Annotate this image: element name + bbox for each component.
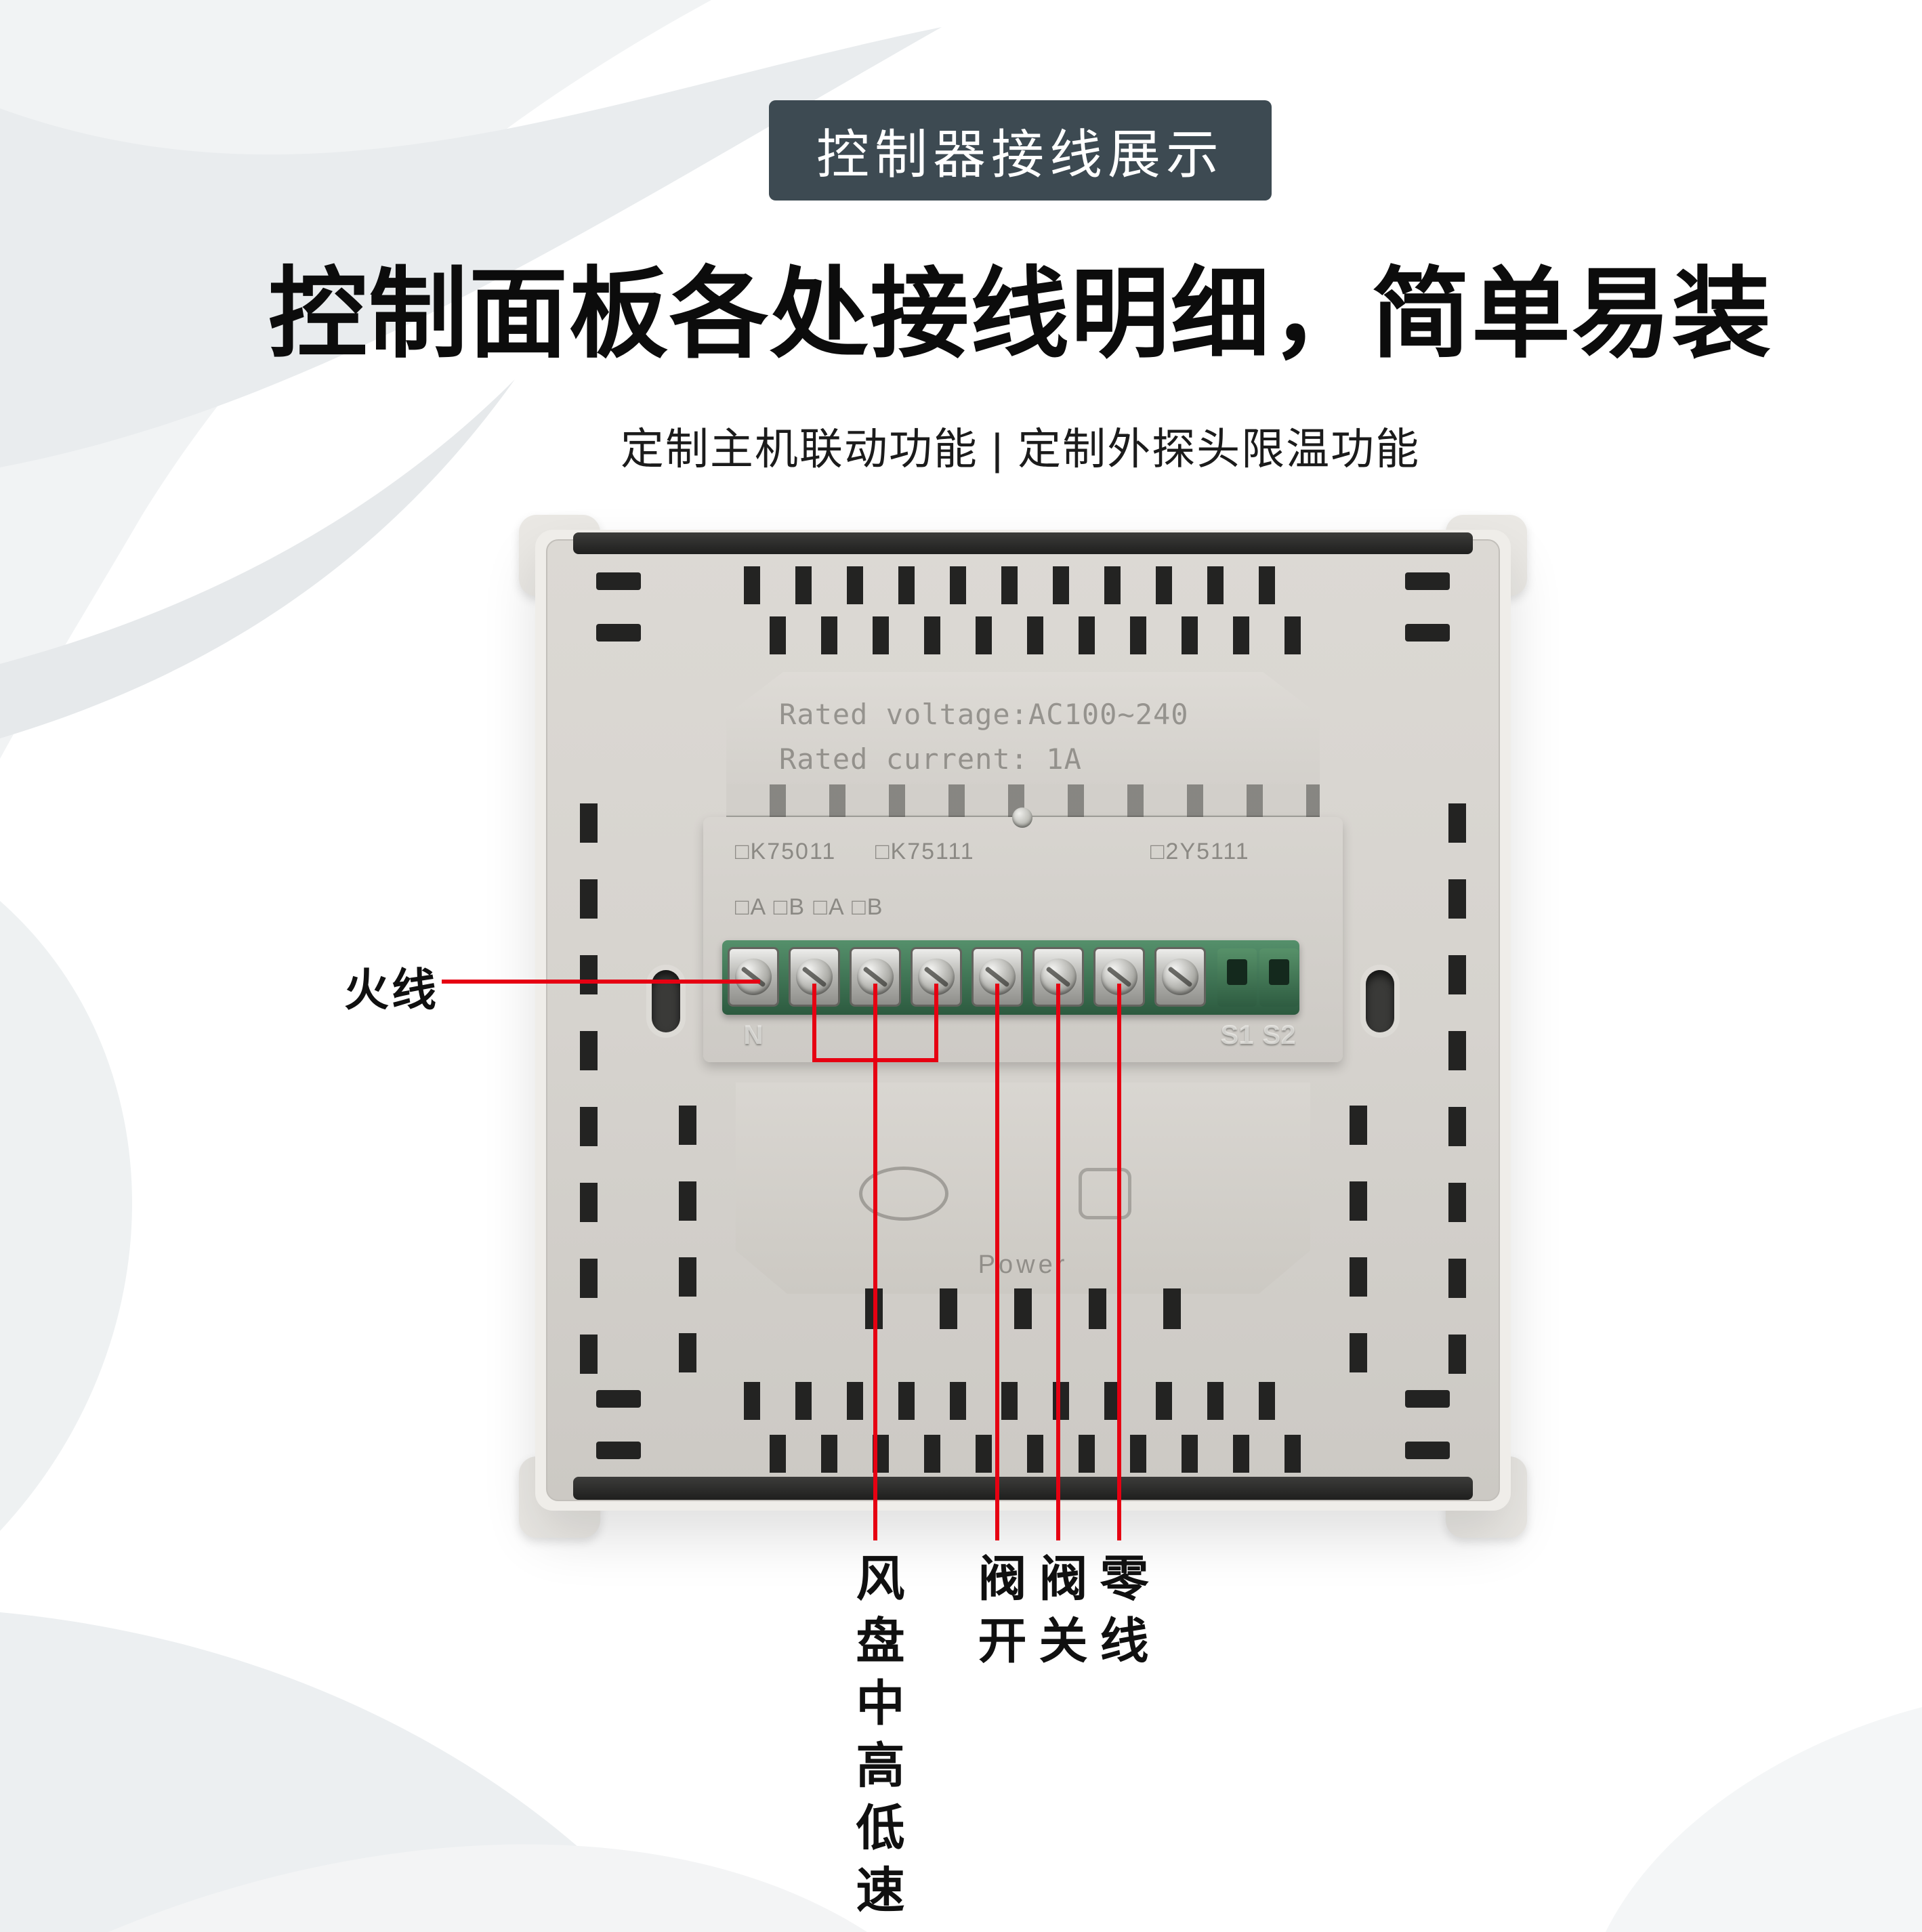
certification-oval-stamp — [859, 1167, 948, 1221]
terminal-screw-valve-open — [972, 947, 1023, 1007]
vent-slot — [1405, 1390, 1450, 1408]
inner-module-bottom — [736, 1083, 1310, 1294]
vent-slots-top-row-1 — [744, 566, 1275, 604]
vent-slots-bottom-row-2 — [770, 1435, 1301, 1473]
section-badge: 控制器接线展示 — [768, 100, 1272, 201]
vent-slot — [596, 1442, 641, 1459]
annotation-line-valve-close — [1056, 984, 1060, 1540]
terminal-empty-s1 — [1217, 948, 1257, 1007]
label-fan-speed: 风盘中高低速 — [848, 1553, 902, 1927]
terminal-module — [703, 817, 1343, 1062]
vent-slots-left-inner-column — [679, 1106, 696, 1372]
terminal-label: S1 — [1220, 1020, 1254, 1050]
terminal-empty-s2 — [1259, 948, 1299, 1007]
label-valve-close: 阀关 — [1031, 1553, 1085, 1677]
rated-current-print: Rated current: 1A — [779, 742, 1082, 776]
vent-slots-right-column — [1448, 803, 1466, 1374]
annotation-line-fan-speed — [873, 1058, 877, 1540]
vent-slots-bottom-row-1 — [744, 1382, 1275, 1420]
model-checkbox-3: □2Y5111 — [1150, 839, 1250, 864]
vent-slots-right-inner-column — [1350, 1106, 1367, 1372]
annotation-line-live-wire — [442, 980, 760, 984]
certification-square-stamp — [1079, 1168, 1131, 1219]
label-live-wire: 火线 — [344, 965, 439, 1015]
model-checkbox-1: □K75011 — [735, 839, 837, 864]
vent-slots-module-bottom — [865, 1288, 1181, 1329]
vent-slots-top-row-2 — [770, 616, 1301, 654]
vent-slot — [1405, 1442, 1450, 1459]
top-edge-strip — [573, 532, 1473, 554]
ab-checkbox-row: □A □B □A □B — [735, 894, 884, 920]
terminal-screw-8 — [1154, 947, 1206, 1007]
rated-voltage-print: Rated voltage:AC100~240 — [779, 698, 1189, 731]
bottom-edge-strip — [573, 1477, 1473, 1500]
inner-module-top — [726, 672, 1320, 787]
vent-slot — [596, 572, 641, 590]
power-print: Power — [978, 1251, 1068, 1279]
vent-slot — [596, 624, 641, 642]
annotation-stub-fan-1 — [812, 984, 816, 1062]
label-valve-open: 阀开 — [970, 1553, 1024, 1677]
terminal-label: S2 — [1262, 1020, 1296, 1050]
vent-slot — [1405, 624, 1450, 642]
terminal-screw-live — [728, 947, 779, 1007]
vent-slot — [1405, 572, 1450, 590]
vent-slot — [596, 1390, 641, 1408]
annotation-line-neutral — [1117, 984, 1121, 1540]
annotation-stub-fan-3 — [934, 984, 938, 1062]
vent-slots-left-column — [580, 803, 598, 1374]
model-checkbox-2: □K75111 — [875, 839, 975, 864]
terminal-label: N — [743, 1020, 764, 1050]
annotation-stub-fan-2 — [873, 984, 877, 1062]
label-neutral: 零线 — [1092, 1553, 1146, 1677]
annotation-line-valve-open — [995, 984, 999, 1540]
mounting-hole-right — [1366, 970, 1394, 1032]
page-title: 控制面板各处接线明细，简单易装 — [268, 259, 1772, 369]
page-subtitle: 定制主机联动功能 | 定制外探头限温功能 — [620, 425, 1421, 474]
small-screw — [1012, 807, 1032, 828]
